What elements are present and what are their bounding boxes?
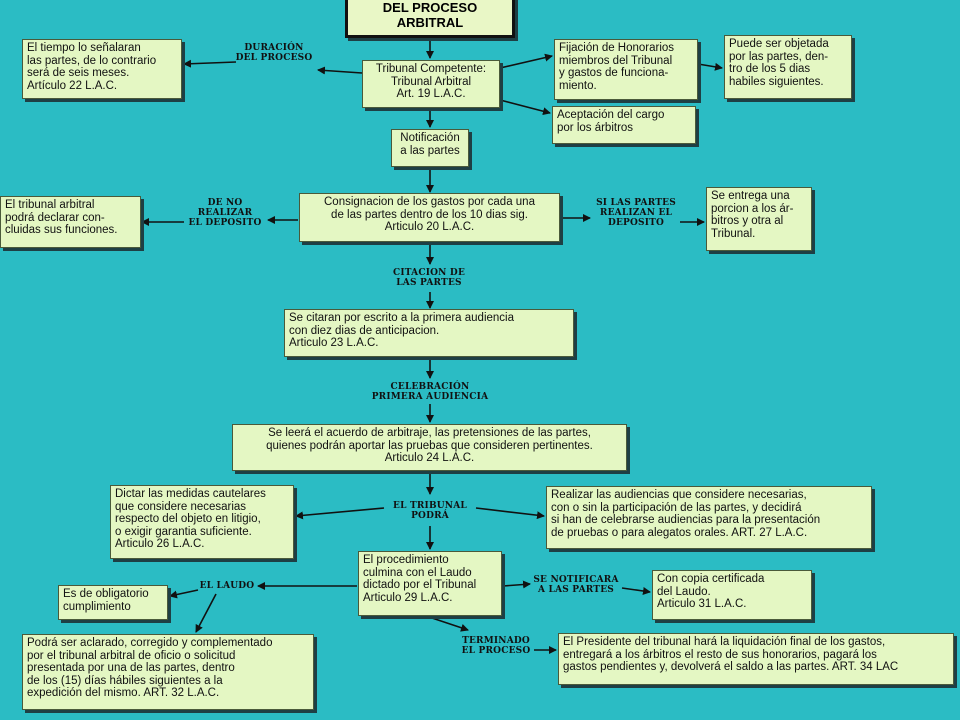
box-concluidas: El tribunal arbitral podrá declarar con-…	[0, 196, 141, 248]
label-celebracion: CELEBRACIÓN PRIMERA AUDIENCIA	[371, 382, 489, 402]
box-tribunal-competente: Tribunal Competente: Tribunal Arbitral A…	[362, 60, 500, 108]
label-duracion: DURACIÓN DEL PROCESO	[235, 43, 313, 63]
box-leera: Se leerá el acuerdo de arbitraje, las pr…	[232, 424, 627, 471]
label-citacion: CITACION DE LAS PARTES	[393, 268, 465, 288]
label-notificara: SE NOTIFICARA A LAS PARTES	[533, 575, 619, 595]
box-cautelares: Dictar las medidas cautelares que consid…	[110, 485, 294, 559]
box-presidente: El Presidente del tribunal hará la liqui…	[558, 633, 954, 685]
box-aclarado: Podrá ser aclarado, corregido y compleme…	[22, 634, 314, 710]
box-tiempo: El tiempo lo señalaran las partes, de lo…	[22, 39, 182, 99]
label-no-deposito: DE NO REALIZAR EL DEPOSITO	[188, 198, 262, 228]
box-citaran: Se citaran por escrito a la primera audi…	[284, 309, 574, 357]
arrow-podra-audiencias	[475, 507, 545, 520]
box-objetada: Puede ser objetada por las partes, den- …	[724, 35, 852, 99]
arrow-duracion-tiempo	[183, 59, 237, 68]
arrow-laudo-obligatorio	[169, 589, 199, 599]
box-aceptacion-cargo: Aceptación del cargo por los árbitros	[552, 106, 696, 144]
box-consignacion: Consignacion de los gastos por cada una …	[299, 193, 560, 242]
label-si-deposito: SI LAS PARTES REALIZAN EL DEPOSITO	[596, 198, 676, 228]
box-fijacion-honorarios: Fijación de Honorarios miembros del Trib…	[554, 39, 698, 100]
arrow-procedimiento-notificara	[502, 580, 531, 589]
arrow-tribunal-fijacion	[499, 53, 553, 69]
arrow-fijacion-objetada	[697, 62, 723, 71]
label-podra: EL TRIBUNAL PODRÁ	[393, 501, 467, 521]
box-copia-certificada: Con copia certificada del Laudo. Articul…	[652, 570, 812, 620]
box-audiencias: Realizar las audiencias que considere ne…	[546, 486, 872, 549]
label-laudo: EL LAUDO	[199, 581, 255, 591]
box-porcion: Se entrega una porcion a los ár- bitros …	[706, 187, 812, 251]
arrow-procedimiento-terminado	[431, 617, 469, 632]
arrow-podra-cautelares	[295, 507, 385, 520]
box-obligatorio: Es de obligatorio cumplimiento	[58, 585, 168, 620]
box-notificacion: Notificación a las partes	[391, 129, 469, 167]
arrow-laudo-aclarado	[195, 593, 217, 633]
diagram-title: DEL PROCESO ARBITRAL	[345, 0, 515, 38]
label-terminado: TERMINADO EL PROCESO	[461, 636, 531, 656]
arrow-notificara-copia	[621, 587, 651, 595]
arrow-tribunal-duracion	[317, 66, 363, 75]
box-procedimiento: El procedimiento culmina con el Laudo di…	[358, 551, 502, 616]
arrow-tribunal-aceptacion	[499, 99, 551, 116]
